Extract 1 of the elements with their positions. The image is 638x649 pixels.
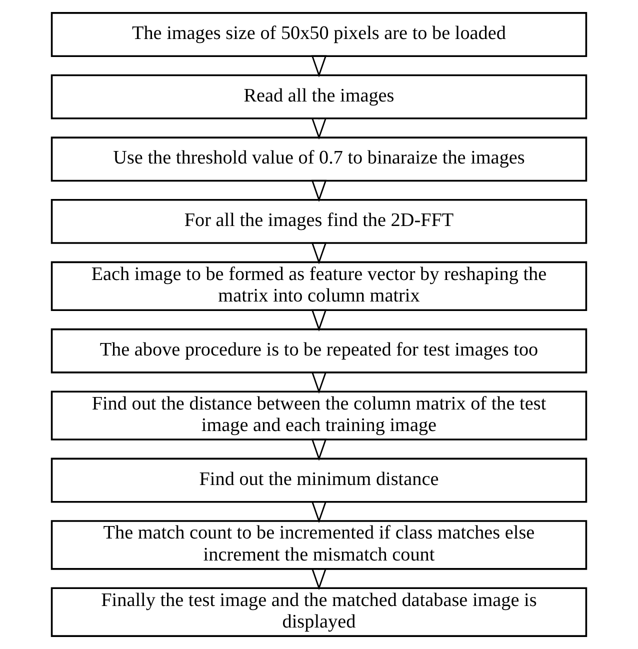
node-box: Finally the test image and the matched database image is displayed [50, 587, 588, 637]
